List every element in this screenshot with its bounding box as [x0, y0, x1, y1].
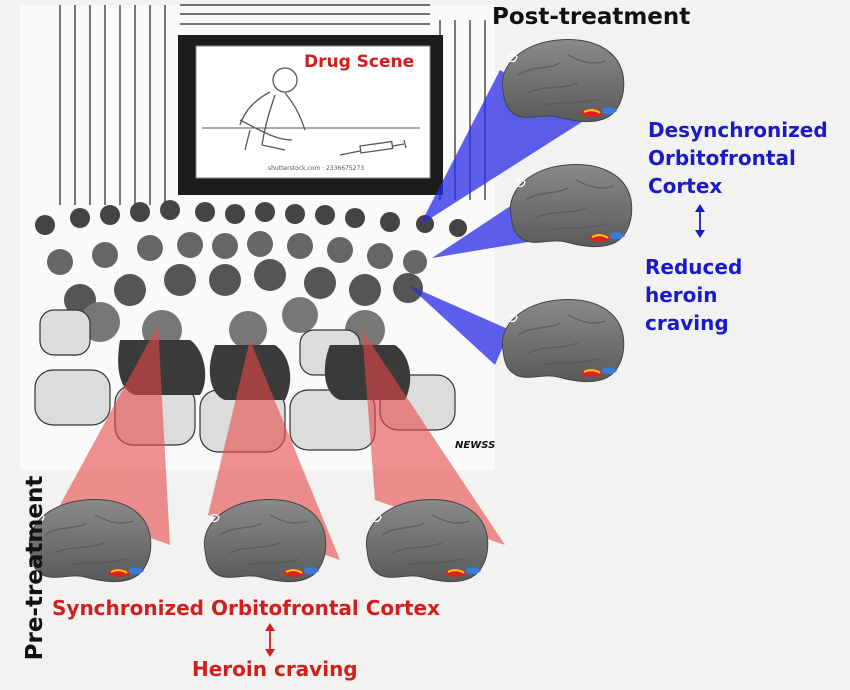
drug-scene-label: Drug Scene	[304, 52, 415, 72]
reduced-line-2: heroin	[645, 283, 718, 307]
pre-treatment-title: Pre-treatment	[22, 475, 48, 661]
desync-line-3: Cortex	[648, 174, 723, 198]
double-arrow-icon	[265, 623, 275, 657]
reduced-craving-label: Reduced heroin craving	[645, 253, 785, 337]
reduced-line-1: Reduced	[645, 255, 743, 279]
desync-line-1: Desynchronized	[648, 118, 828, 142]
screen-figure	[239, 67, 306, 151]
heroin-craving-label: Heroin craving	[192, 657, 358, 681]
double-arrow-icon	[695, 204, 705, 238]
brain-post-3	[501, 298, 625, 383]
synchronized-ofc-label: Synchronized Orbitofrontal Cortex	[52, 596, 441, 620]
brain-post-1	[501, 38, 625, 123]
syringe-icon	[339, 139, 407, 156]
post-treatment-title: Post-treatment	[492, 4, 691, 30]
screen-watermark: shutterstock.com · 2336675273	[268, 165, 365, 172]
desync-line-2: Orbitofrontal	[648, 146, 796, 170]
brain-pre-3	[365, 498, 489, 583]
movie-screen	[195, 45, 431, 179]
artist-signature: NEWSS	[455, 440, 496, 451]
brain-post-2	[509, 163, 633, 248]
reduced-line-3: craving	[645, 311, 729, 335]
desynchronized-ofc-label: Desynchronized Orbitofrontal Cortex	[648, 116, 848, 200]
